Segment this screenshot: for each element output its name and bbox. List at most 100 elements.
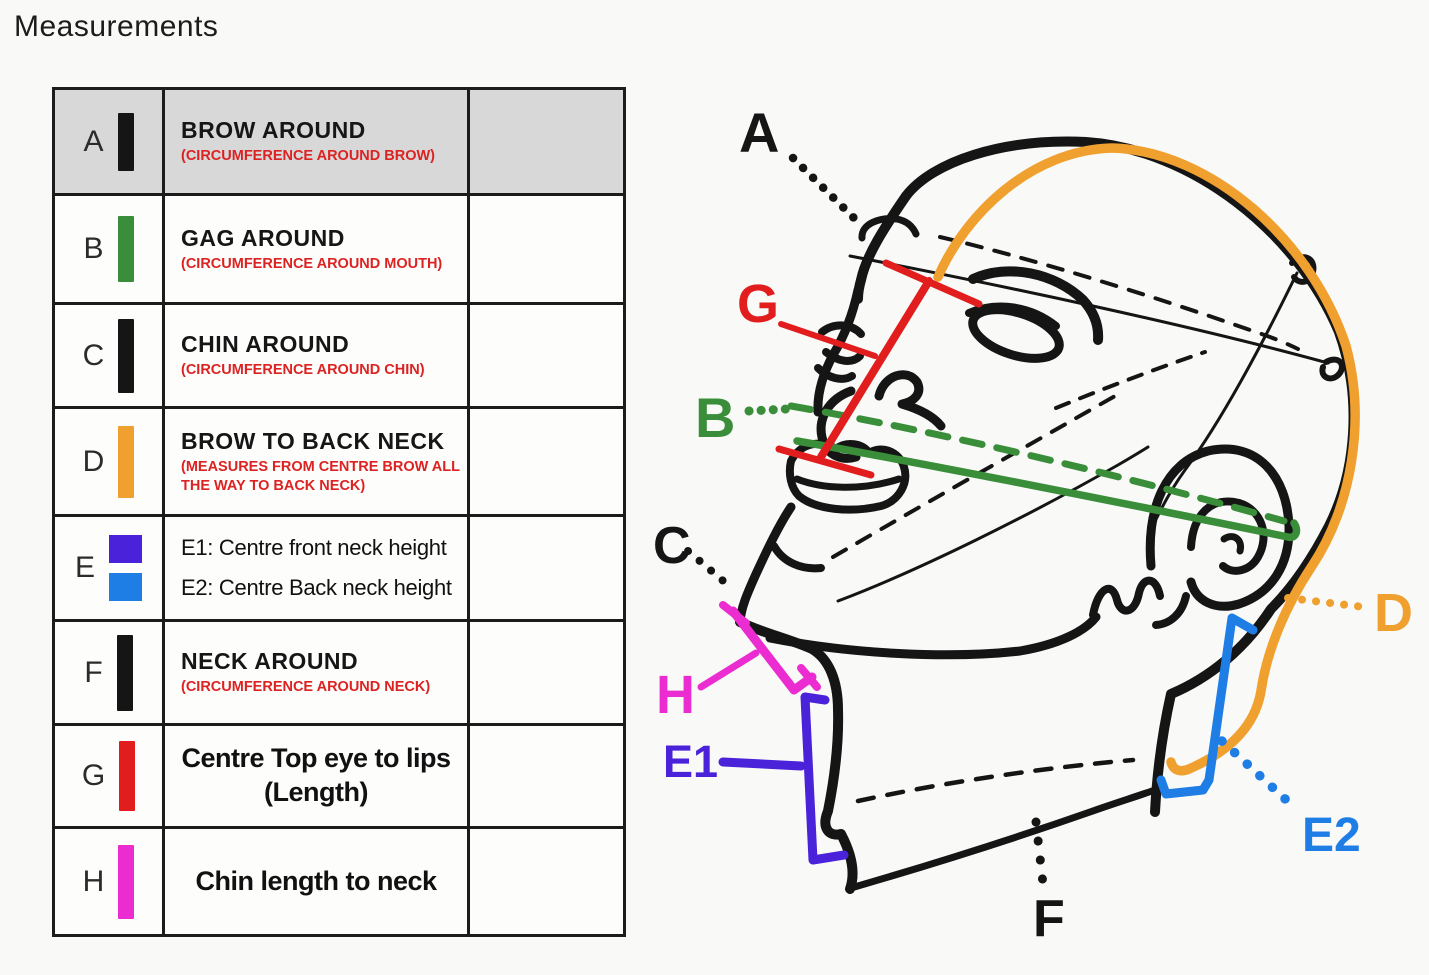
row-letter: F xyxy=(84,655,103,689)
diagram-label-c: C xyxy=(653,517,691,575)
row-desc-cell: Centre Top eye to lips (Length) xyxy=(165,726,470,826)
measurements-table: A BROW AROUND (CIRCUMFERENCE AROUND BROW… xyxy=(52,87,626,937)
brow-band-front xyxy=(858,215,920,242)
table-row-chin-length: H Chin length to neck xyxy=(55,829,623,934)
left-eye xyxy=(814,321,865,383)
row-title: CHIN AROUND xyxy=(181,331,350,358)
e2-description: E2: Centre Back neck height xyxy=(181,575,452,600)
row-key-cell: D xyxy=(55,409,165,514)
h-measure-bracket xyxy=(728,606,817,695)
ear-inner-curl xyxy=(1220,533,1245,555)
row-letter: B xyxy=(83,232,104,265)
table-row-gag-around: B GAG AROUND (CIRCUMFERENCE AROUND MOUTH… xyxy=(55,196,623,305)
value-cell-empty xyxy=(470,196,623,302)
row-note: (MEASURES FROM CENTRE BROW ALL THE WAY T… xyxy=(181,459,460,494)
row-letter: G xyxy=(81,759,106,792)
row-title-line1: Centre Top eye to lips xyxy=(181,743,451,774)
right-eye xyxy=(968,305,1064,363)
value-cell-empty xyxy=(470,305,623,406)
row-desc-cell: BROW TO BACK NECK (MEASURES FROM CENTRE … xyxy=(165,409,470,514)
diagram-label-b: B xyxy=(695,386,735,449)
row-key-cell: H xyxy=(55,829,165,934)
side-construction-line xyxy=(1148,271,1299,534)
e2-color-swatch xyxy=(109,573,142,601)
diagram-label-g: G xyxy=(737,274,779,334)
head-measurement-diagram: A G B C D H E1 E2 F xyxy=(653,101,1413,948)
row-letter: C xyxy=(82,338,105,372)
row-desc-cell: Chin length to neck xyxy=(165,829,470,934)
diagram-label-h: H xyxy=(656,665,695,725)
e1-measure-bracket xyxy=(800,692,849,865)
row-letter: D xyxy=(82,444,105,478)
neck-height-swatches xyxy=(109,535,142,601)
row-note: (CIRCUMFERENCE AROUND MOUTH) xyxy=(181,255,443,272)
row-desc-cell: E1: Centre front neck height E2: Centre … xyxy=(165,517,470,619)
front-neck-outline xyxy=(735,617,858,894)
g-leader-line xyxy=(778,321,878,359)
row-letter: H xyxy=(82,864,105,898)
head-curl-side xyxy=(1319,356,1345,382)
eye-to-lips-color-swatch xyxy=(119,741,136,811)
e1-description: E1: Centre front neck height xyxy=(181,535,447,560)
row-title: NECK AROUND xyxy=(181,648,359,675)
row-title: Chin length to neck xyxy=(195,865,437,896)
neck-around-color-swatch xyxy=(116,634,133,711)
forehead-profile xyxy=(853,191,911,304)
chin-around-color-swatch xyxy=(118,318,135,393)
brow-band-back-dashed-line xyxy=(1054,350,1207,410)
row-key-cell: C xyxy=(55,305,165,406)
value-cell-empty xyxy=(470,409,623,514)
chin-crease xyxy=(770,542,825,573)
e2-dotted-leader xyxy=(1217,736,1300,813)
row-desc-cell: BROW AROUND (CIRCUMFERENCE AROUND BROW) xyxy=(165,90,470,193)
neck-bottom-line xyxy=(847,787,1156,892)
row-key-cell: E xyxy=(55,517,165,619)
right-eyebrow xyxy=(968,266,1104,345)
row-key-cell: F xyxy=(55,622,165,723)
value-cell-empty xyxy=(470,517,623,619)
row-key-cell: B xyxy=(55,196,165,302)
d-dotted-leader xyxy=(1284,594,1368,611)
value-cell-empty xyxy=(470,90,623,193)
ear-lobe-curl xyxy=(1152,592,1190,629)
value-cell-empty xyxy=(470,726,623,826)
table-row-brow-around: A BROW AROUND (CIRCUMFERENCE AROUND BROW… xyxy=(55,90,623,196)
lips-parting-line xyxy=(793,475,903,491)
b-dotted-leader xyxy=(744,404,792,416)
b-measure-line xyxy=(793,437,1301,542)
table-row-brow-to-back-neck: D BROW TO BACK NECK (MEASURES FROM CENTR… xyxy=(55,409,623,517)
c-dotted-leader xyxy=(684,547,732,589)
e1-color-swatch xyxy=(109,535,142,563)
row-title: BROW TO BACK NECK xyxy=(181,428,445,455)
h-end-tick xyxy=(797,664,821,691)
e1-leader-line xyxy=(718,757,806,771)
chin-profile xyxy=(735,502,796,627)
value-cell-empty xyxy=(470,829,623,934)
brow-band-dashed-line xyxy=(938,235,1300,351)
brow-around-color-swatch xyxy=(117,112,134,171)
diagram-label-f: F xyxy=(1033,890,1065,948)
row-title-line2: (Length) xyxy=(264,777,368,807)
nose-squiggle xyxy=(874,370,946,431)
row-note: (CIRCUMFERENCE AROUND BROW) xyxy=(181,148,435,165)
diagram-label-a: A xyxy=(739,101,779,164)
diagram-label-d: D xyxy=(1374,583,1413,643)
row-note: (CIRCUMFERENCE AROUND CHIN) xyxy=(181,362,425,379)
g-top-tick xyxy=(882,259,983,308)
jaw-line xyxy=(765,612,1101,660)
h-leader-line xyxy=(697,649,760,691)
diagram-label-e1: E1 xyxy=(663,736,718,787)
neck-dashed-line xyxy=(855,757,1136,804)
table-row-neck-heights: E E1: Centre front neck height E2: Centr… xyxy=(55,517,623,622)
b-measure-dashed-line xyxy=(787,402,1288,525)
row-desc-cell: CHIN AROUND (CIRCUMFERENCE AROUND CHIN) xyxy=(165,305,470,406)
table-row-chin-around: C CHIN AROUND (CIRCUMFERENCE AROUND CHIN… xyxy=(55,305,623,409)
a-dotted-leader xyxy=(788,153,861,225)
diagram-label-e2: E2 xyxy=(1302,809,1361,862)
row-key-cell: G xyxy=(55,726,165,826)
row-title: BROW AROUND xyxy=(181,117,366,144)
row-title: GAG AROUND xyxy=(181,224,345,251)
row-letter: A xyxy=(83,124,104,158)
row-desc-cell: NECK AROUND (CIRCUMFERENCE AROUND NECK) xyxy=(165,622,470,723)
